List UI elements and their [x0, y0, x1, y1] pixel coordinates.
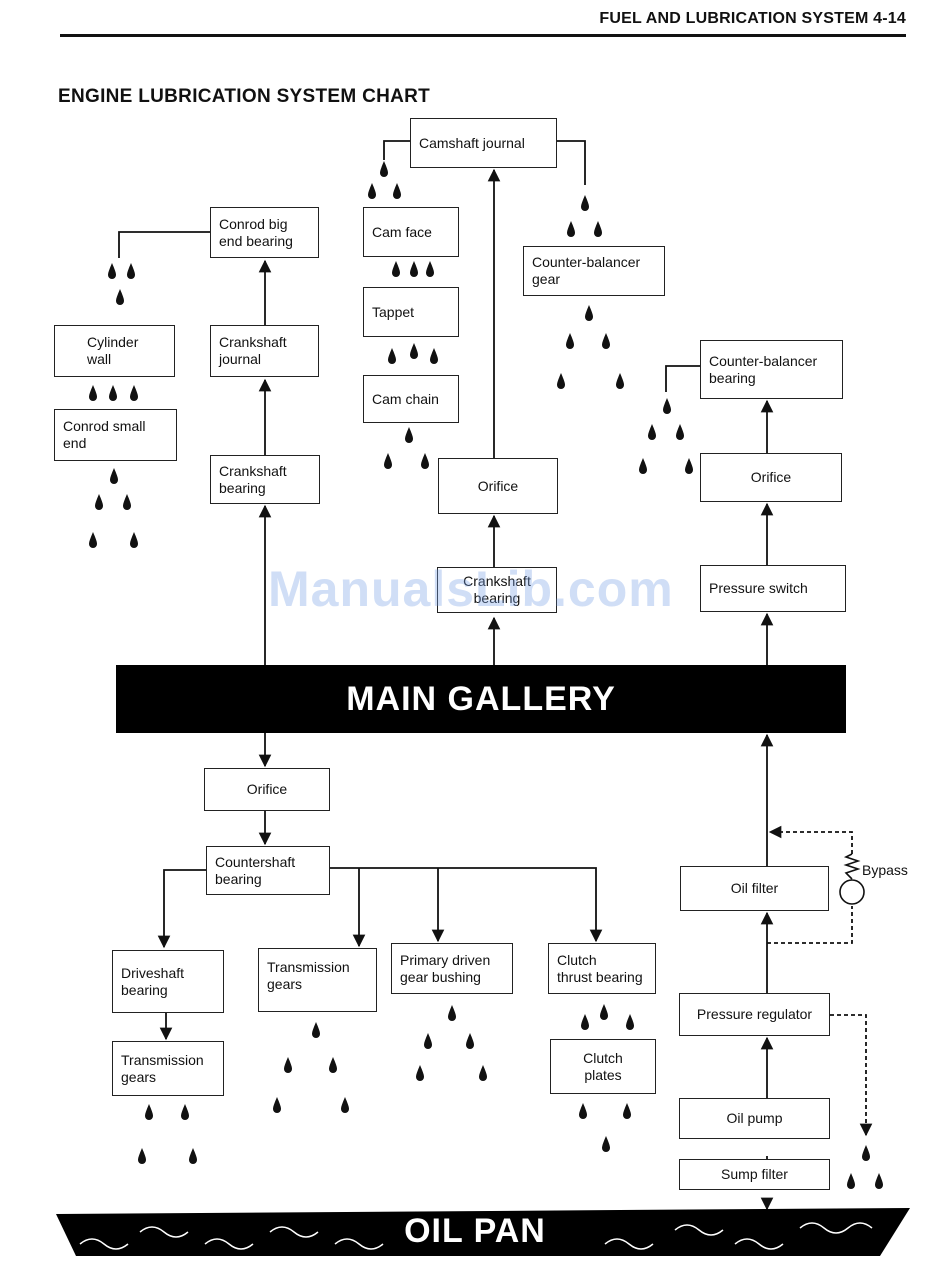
oil-filter-box: Oil filter: [680, 866, 829, 911]
section-title: FUEL AND LUBRICATION SYSTEM 4-14: [599, 10, 906, 27]
main-gallery: MAIN GALLERY: [116, 665, 846, 733]
orifice-right-box: Orifice: [700, 453, 842, 502]
cam-face-box: Cam face: [363, 207, 459, 257]
camshaft-journal-box: Camshaft journal: [410, 118, 557, 168]
oil-pan-label: OIL PAN: [404, 1212, 546, 1250]
watermark: ManualsLib.com: [268, 561, 674, 617]
orifice-lower-box: Orifice: [204, 768, 330, 811]
pressure-switch-box: Pressure switch: [700, 565, 846, 612]
sump-filter-box: Sump filter: [679, 1159, 830, 1190]
oil-pan: [56, 1208, 910, 1256]
tappet-box: Tappet: [363, 287, 459, 337]
cam-chain-box: Cam chain: [363, 375, 459, 423]
page-header: FUEL AND LUBRICATION SYSTEM 4-14: [60, 6, 906, 37]
bypass-label: Bypass: [862, 862, 908, 878]
oil-pump-box: Oil pump: [679, 1098, 830, 1139]
orifice-center-box: Orifice: [438, 458, 558, 514]
bypass-valve-icon: [839, 853, 865, 905]
pressure-regulator-box: Pressure regulator: [679, 993, 830, 1036]
chart-title: ENGINE LUBRICATION SYSTEM CHART: [58, 86, 431, 107]
